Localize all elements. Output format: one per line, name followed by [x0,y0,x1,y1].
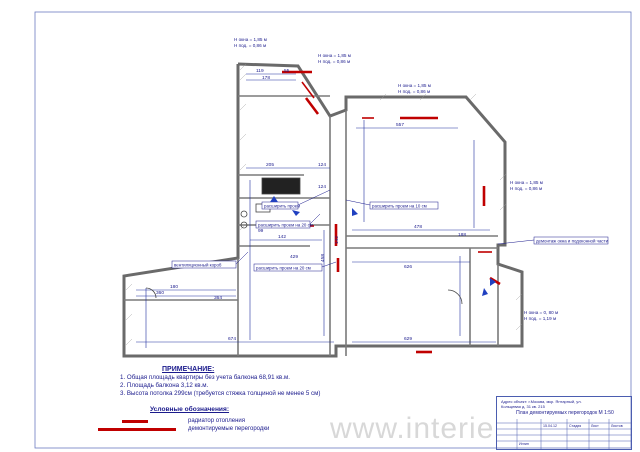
stamp-col-sheet: Лист [591,424,599,428]
callout-widen-20cm-b: расширить проем на 20 см [258,223,313,228]
window-label-4-h: H окна = 1,85 м [510,180,543,185]
demolished-partitions [282,70,501,354]
stamp-address: Адрес объект: г.Москва, мкр. Янтарный, у… [501,399,582,409]
dim-text: 478 [414,224,422,230]
dim-text: 629 [404,336,412,342]
window-label-4-s: H под. = 0,86 м [510,186,542,191]
dim-text: 55 [284,68,290,74]
legend-partition-label: демонтируемые перегородки [188,426,270,432]
stamp-col-sheets: Листов [611,424,623,428]
notes-block: ПРИМЕЧАНИЕ: 1. Общая площадь квартиры бе… [120,366,320,398]
callout-widen-10cm: расширить проем на 10 см [372,204,427,209]
window-label-1-s: H под. = 0,86 м [234,43,266,48]
window-label-2-h: H окна = 1,85 м [318,53,351,58]
window-label-1-h: H окна = 1,85 м [234,37,267,42]
dim-text: 557 [396,122,404,128]
dim-text: 360 [156,290,164,296]
note-item: 3. Высота потолка 299см (требуется стяжк… [120,390,321,397]
dim-text: 188 [458,232,466,238]
dim-text: 99 [258,228,264,234]
inner-walls [124,95,499,356]
note-item: 2. Площадь балкона 3,12 кв.м. [120,382,209,389]
leader-lines [235,189,535,268]
legend-partition: демонтируемые перегородки [98,426,270,432]
fixtures [145,177,463,305]
dim-text: 180 [170,284,178,290]
legend-title: Условные обозначения: [150,406,230,413]
dim-text: 142 [278,234,286,240]
dim-text: 205 [266,162,274,168]
window-label-3-s: H под. = 0,86 м [398,89,430,94]
title-block: Адрес объект: г.Москва, мкр. Янтарный, у… [496,396,632,450]
dim-text: 674 [228,336,236,342]
window-label-5-s: H под. = 1,19 м [524,316,556,321]
sheet-border [34,11,632,449]
window-label-3-h: H окна = 1,85 м [398,83,431,88]
legend-partition-swatch [98,428,176,431]
notes-heading: ПРИМЕЧАНИЕ: [162,366,215,373]
window-label-2-s: H под. = 0,86 м [318,59,350,64]
callout-widen-20cm-a: расширить проем на 20 см [256,266,311,271]
dimension-lines [136,73,496,348]
dim-text: 142 [334,236,340,244]
stamp-date: 15.04.12 [543,424,557,428]
dimension-texts: 119 178 55 205 124 557 478 188 142 99 12… [156,68,466,342]
callouts: расширить проем расширить проем на 10 см… [171,201,609,272]
stamp-author: Иглин [519,442,529,446]
stamp-grid [497,419,631,449]
dim-text: 124 [318,184,326,190]
window-label-5-h: H окна = 0, 80 м [524,310,558,315]
wall-hatch [125,63,523,346]
dim-text: 124 [318,162,326,168]
callout-widen-opening: расширить проем [264,204,300,209]
outer-walls [122,62,524,358]
stamp-col-stage: Стадия [569,424,582,428]
dim-text: 364 [214,295,222,301]
dim-text: 429 [290,254,298,260]
window-labels: H окна = 1,85 м H под. = 0,86 м H окна =… [234,37,558,321]
dim-text: 178 [262,75,270,81]
legend-radiator-label: радиатор отопления [188,418,245,424]
radiators [300,81,492,253]
dim-text: 626 [404,264,412,270]
legend-radiator-swatch [122,420,148,423]
callout-window-removal: демонтаж окна и подоконной части [536,239,609,244]
callout-vent-duct: вентиляционный короб [174,263,222,268]
legend-radiator: радиатор отопления [122,418,245,424]
watermark: www.interie [330,412,495,445]
stamp-title: План демонтируемых перегородок М 1:50 [516,410,614,416]
blue-arrows [270,196,496,296]
dim-text: 458 [320,254,326,262]
note-item: 1. Общая площадь квартиры без учета балк… [120,374,290,381]
dim-text: 119 [256,68,264,74]
